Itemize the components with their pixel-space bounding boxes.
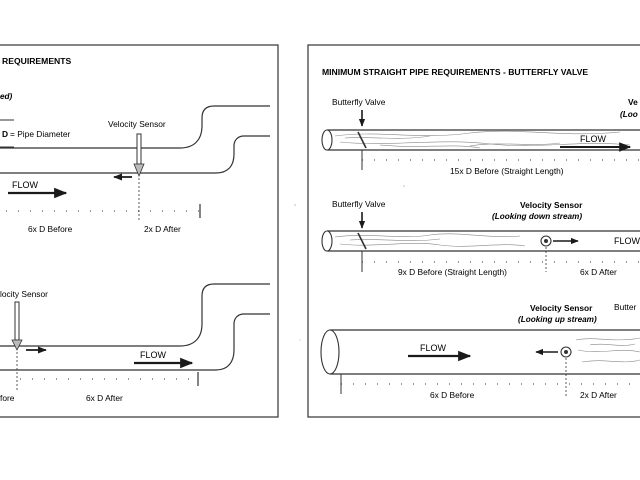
velocity-sensor-label-partial: Ve (628, 97, 638, 107)
turbulence-streaks (575, 337, 640, 363)
right-diagram-2: Butterfly Valve Velocity Sensor (Looking… (321, 199, 640, 277)
before-label: 9x D Before (Straight Length) (398, 267, 507, 277)
elbow-pipe-lower-wall (0, 313, 270, 371)
turbulence-streaks (334, 130, 631, 149)
right-diagram-3: Velocity Sensor (Looking up stream) Butt… (320, 302, 640, 400)
elbow-pipe-upper-wall (0, 105, 270, 149)
butterfly-valve-label: Butterfly Valve (332, 199, 386, 209)
velocity-sensor-head (11, 339, 23, 351)
before-label: 6x D Before (28, 224, 73, 234)
butterfly-valve-label: Butterfly Valve (332, 97, 386, 107)
right-panel: MINIMUM STRAIGHT PIPE REQUIREMENTS - BUT… (307, 44, 640, 418)
butterfly-valve-label-partial: Butter (614, 302, 637, 312)
flow-label: FLOW (420, 343, 447, 353)
velocity-sensor-label: Velocity Sensor (108, 119, 166, 129)
right-panel-frame (307, 44, 640, 418)
velocity-sensor-label: locity Sensor (0, 289, 48, 299)
butterfly-valve-disc (357, 131, 367, 149)
left-diagram-2: locity Sensor FLOW fore 6x D After (0, 283, 270, 403)
flow-label: FLOW (140, 350, 167, 360)
left-panel: REQUIREMENTS ed) D = Pipe Diameter Veloc… (0, 44, 279, 418)
flow-label: FLOW (614, 236, 640, 246)
pipe-inlet-end (320, 329, 340, 375)
after-label: 2x D After (144, 224, 181, 234)
left-panel-frame (0, 44, 279, 418)
velocity-sensor-sub: (Looking up stream) (518, 315, 597, 324)
pipe-inlet-end (321, 129, 333, 151)
turbulence-streaks (334, 233, 526, 247)
flow-label: FLOW (580, 134, 607, 144)
before-label: 15x D Before (Straight Length) (450, 166, 564, 176)
right-panel-title: MINIMUM STRAIGHT PIPE REQUIREMENTS - BUT… (322, 67, 588, 77)
velocity-sensor-probe-core (564, 350, 568, 354)
velocity-sensor-probe-core (544, 239, 548, 243)
after-label: 2x D After (580, 390, 617, 400)
left-panel-title: REQUIREMENTS (2, 56, 72, 66)
velocity-sensor-sub-partial: (Loo (620, 110, 638, 119)
velocity-sensor-head (133, 163, 145, 178)
left-diagram-1: Velocity Sensor FLOW 6x D Before 2x D Af… (0, 105, 270, 234)
butterfly-valve-disc (357, 232, 367, 250)
velocity-sensor-label: Velocity Sensor (530, 303, 593, 313)
velocity-sensor-stem (136, 133, 142, 165)
before-label: 6x D Before (430, 390, 475, 400)
velocity-sensor-sub: (Looking down stream) (492, 212, 582, 221)
elbow-pipe-upper-wall (0, 283, 270, 347)
before-label: fore (0, 393, 15, 403)
right-diagram-1: Butterfly Valve Ve (Loo FLOW 15x D Befor… (321, 97, 640, 176)
pipe-inlet-end (321, 230, 333, 252)
velocity-sensor-label: Velocity Sensor (520, 200, 583, 210)
legend-d-symbol: D (2, 129, 8, 139)
elbow-pipe-lower-wall (0, 135, 270, 174)
scan-specks (294, 185, 405, 341)
legend-pipe-diameter: = Pipe Diameter (10, 129, 70, 139)
left-panel-note: ed) (0, 92, 13, 101)
after-label: 6x D After (580, 267, 617, 277)
velocity-sensor-stem (14, 301, 20, 341)
after-label: 6x D After (86, 393, 123, 403)
flow-label: FLOW (12, 180, 39, 190)
